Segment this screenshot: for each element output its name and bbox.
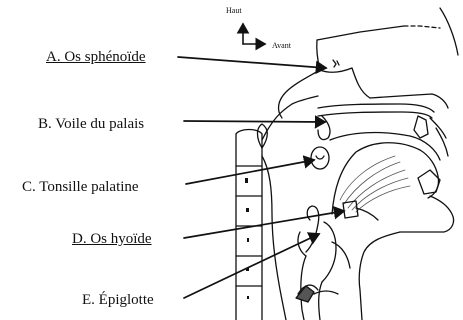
- tonsil: [311, 147, 329, 169]
- leader-line-b: [184, 121, 325, 122]
- sphenoid-mark: [333, 60, 339, 67]
- epiglottis: [296, 206, 350, 320]
- leader-lines: [178, 57, 344, 298]
- leader-line-c: [186, 160, 314, 184]
- jaw: [359, 196, 453, 320]
- palate: [318, 104, 448, 156]
- skull-outline: [279, 8, 458, 118]
- compass-arrows: [243, 24, 265, 44]
- tongue: [330, 133, 440, 214]
- hyoid-bone: [343, 201, 378, 220]
- leader-line-a: [178, 57, 326, 68]
- leader-line-d: [184, 211, 344, 238]
